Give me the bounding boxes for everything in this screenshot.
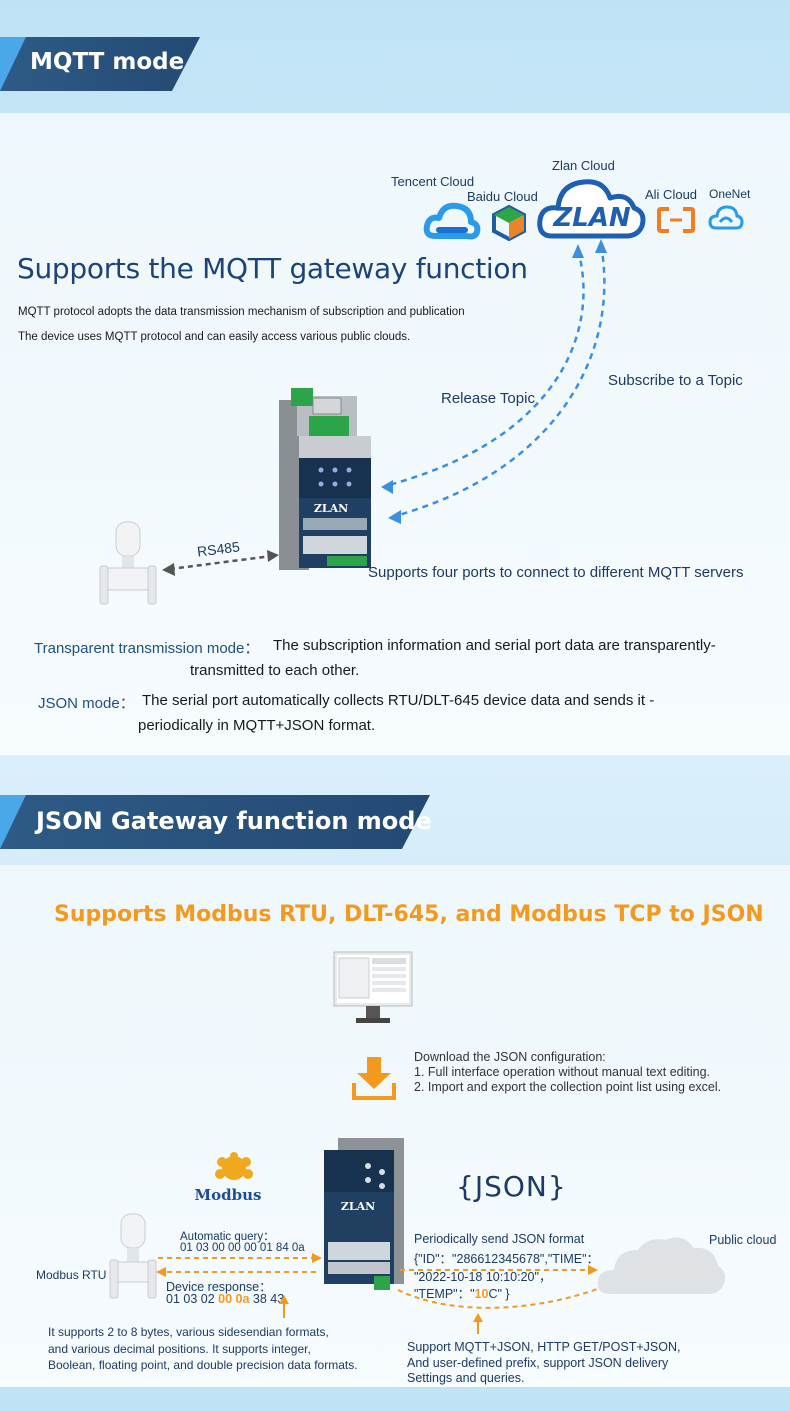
ali-cloud-label: Ali Cloud <box>645 187 698 202</box>
device-response-part-c: 38 43 <box>249 1292 285 1306</box>
device-brand-text-2: ZLAN <box>341 1200 375 1213</box>
periodic-line3-c: C" } <box>488 1287 510 1301</box>
zlan-logo-text: ZLAN <box>552 203 631 233</box>
baidu-cloud-icon <box>492 204 526 242</box>
auto-query-value: 01 03 00 00 00 01 84 0a <box>180 1242 305 1254</box>
download-line1: 1. Full interface operation without manu… <box>414 1065 711 1079</box>
json-gateway-banner <box>0 795 430 849</box>
json-mode-label: JSON mode： <box>38 695 135 712</box>
support-line2: and various decimal positions. It suppor… <box>48 1342 311 1356</box>
mqtt-desc-line1: MQTT protocol adopts the data transmissi… <box>18 306 465 318</box>
mqtt-support-line1: Support MQTT+JSON, HTTP GET/POST+JSON, <box>407 1340 681 1354</box>
json-mode-text2: periodically in MQTT+JSON format. <box>138 717 376 734</box>
support-line1: It supports 2 to 8 bytes, various sidese… <box>48 1325 329 1339</box>
device-response-value: 01 03 02 00 0a 38 43 <box>166 1292 284 1306</box>
periodic-title: Periodically send JSON format <box>414 1232 585 1246</box>
public-cloud-icon <box>597 1237 726 1294</box>
zlan-cloud-label: Zlan Cloud <box>552 158 615 173</box>
device-response-part-a: 01 03 02 <box>166 1292 219 1306</box>
periodic-line3-a: "TEMP"：" <box>414 1287 475 1301</box>
modbus-rtu-sensor <box>109 1213 157 1299</box>
json-gateway-title: JSON Gateway function mode <box>36 807 432 835</box>
four-ports-text: Supports four ports to connect to differ… <box>368 564 744 581</box>
mqtt-desc-line2: The device uses MQTT protocol and can ea… <box>18 331 411 343</box>
device-response-part-b: 00 0a <box>218 1292 250 1306</box>
device-response-label: Device response： <box>166 1280 272 1294</box>
release-topic-label: Release Topic <box>441 390 535 407</box>
mqtt-support-line3: Settings and queries. <box>407 1371 525 1385</box>
periodic-line2: "2022-10-18 10:10:20"， <box>414 1270 552 1284</box>
zlan-gateway-device-2: ZLAN <box>324 1138 404 1290</box>
baidu-cloud-label: Baidu Cloud <box>467 189 538 204</box>
json-heading: Supports Modbus RTU, DLT-645, and Modbus… <box>54 902 764 927</box>
download-icon <box>352 1057 396 1100</box>
periodic-line3: "TEMP"："10C" } <box>414 1283 510 1302</box>
tencent-cloud-icon <box>423 202 481 240</box>
periodic-temp-value: 10 <box>474 1287 489 1301</box>
subscribe-topic-label: Subscribe to a Topic <box>608 372 743 389</box>
zlan-gateway-device: ZLAN <box>279 388 371 570</box>
computer-monitor <box>333 951 413 1023</box>
download-title: Download the JSON configuration: <box>414 1050 606 1064</box>
onenet-cloud-icon <box>708 205 744 230</box>
mqtt-heading: Supports the MQTT gateway function <box>17 252 528 285</box>
download-line2: 2. Import and export the collection poin… <box>414 1080 722 1094</box>
tencent-cloud-label: Tencent Cloud <box>391 174 475 189</box>
support-line3: Boolean, floating point, and double prec… <box>48 1358 358 1372</box>
modbus-logo: Modbus <box>195 1152 262 1204</box>
mqtt-support-line2: And user-defined prefix, support JSON de… <box>407 1356 669 1370</box>
zlan-cloud-icon: ZLAN <box>537 179 646 239</box>
public-cloud-label: Public cloud <box>709 1233 777 1247</box>
onenet-label: OneNet <box>709 187 751 201</box>
modbus-logo-text: Modbus <box>195 1186 262 1204</box>
mqtt-flow-arrows <box>162 239 607 576</box>
ali-cloud-icon <box>657 207 695 233</box>
modbus-rtu-label: Modbus RTU <box>36 1268 107 1282</box>
device-brand-text: ZLAN <box>314 502 348 515</box>
transparent-mode-text1: The subscription information and serial … <box>273 637 716 654</box>
flowmeter-sensor <box>99 521 157 605</box>
mqtt-mode-title: MQTT mode <box>30 49 185 75</box>
periodic-line1: {"ID"："286612345678","TIME"： <box>414 1252 600 1266</box>
transparent-mode-label: Transparent transmission mode： <box>34 640 260 657</box>
auto-query-label: Automatic query： <box>180 1231 275 1243</box>
json-logo: {JSON} <box>456 1170 567 1203</box>
mqtt-mode-banner <box>0 37 200 91</box>
json-mode-text1: The serial port automatically collects R… <box>142 692 655 709</box>
transparent-mode-text2: transmitted to each other. <box>190 662 360 679</box>
